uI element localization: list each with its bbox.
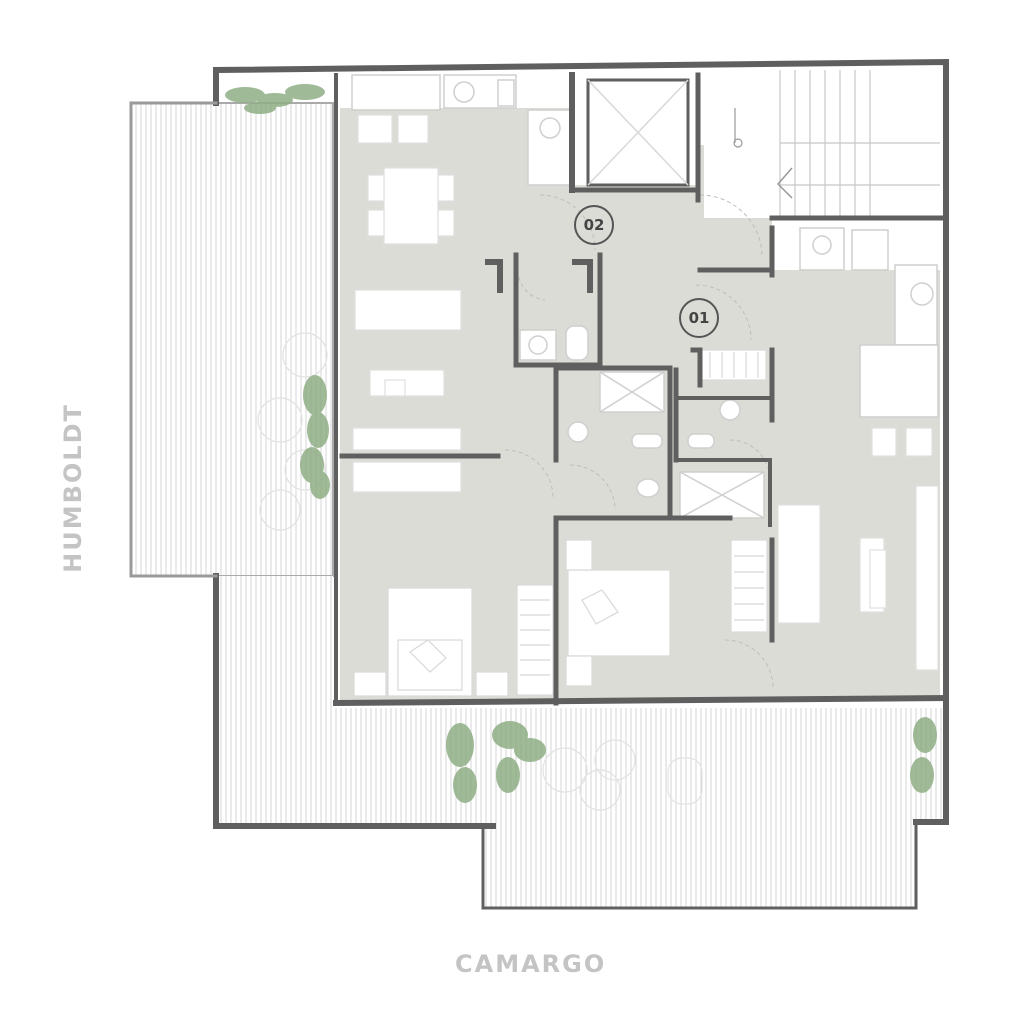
staircase xyxy=(733,70,940,218)
living-furniture xyxy=(352,114,939,671)
walls xyxy=(129,58,950,910)
bathroom-fixtures xyxy=(519,325,765,519)
street-label-humboldt: HUMBOLDT xyxy=(59,403,87,573)
terrace-furniture xyxy=(257,332,703,811)
unit-marker-02: 02 xyxy=(574,205,614,245)
planters xyxy=(225,84,937,803)
kitchen-fixtures xyxy=(351,74,939,418)
terrace-bottom xyxy=(333,708,944,908)
terrace-left xyxy=(130,102,334,826)
street-label-camargo: CAMARGO xyxy=(455,950,607,978)
service-core xyxy=(586,70,940,218)
unit-marker-01: 01 xyxy=(679,298,719,338)
bedroom-furniture xyxy=(353,349,768,697)
